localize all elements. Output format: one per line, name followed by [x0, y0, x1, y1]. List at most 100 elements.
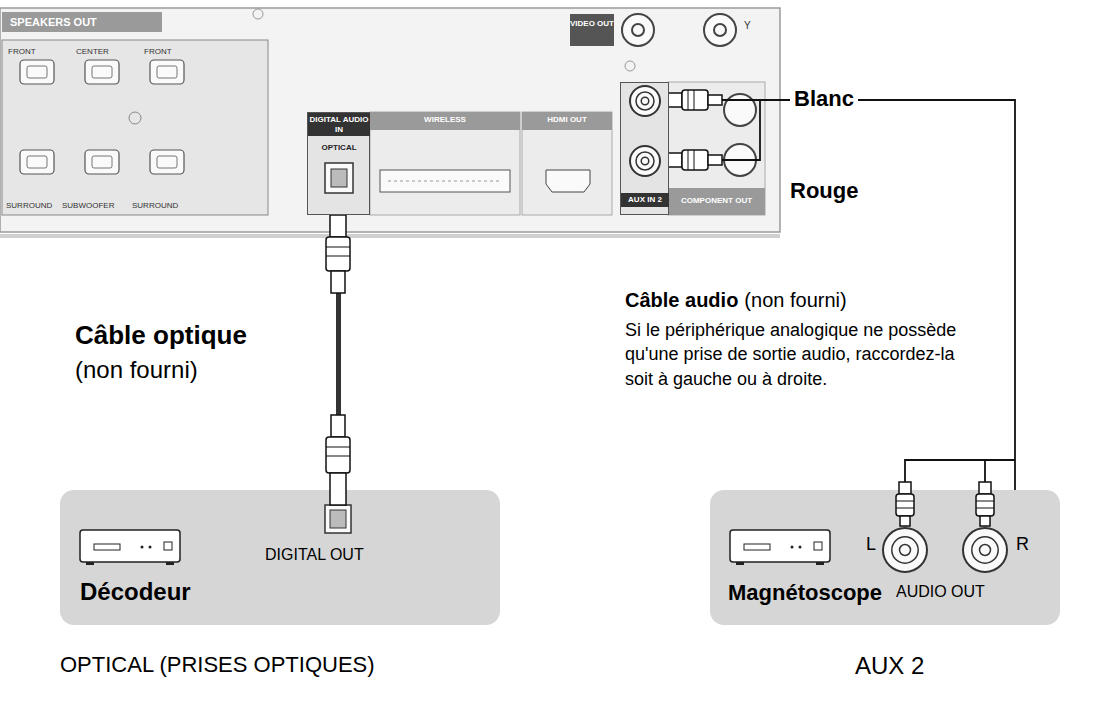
- rca-jack: [636, 92, 654, 110]
- optical-plug-top: [326, 237, 350, 271]
- device-icon: [86, 562, 94, 565]
- device-box: MagnétoscopeLRAUDIO OUT: [710, 490, 1060, 625]
- speaker-terminal: [150, 150, 184, 174]
- rca-jack: [883, 528, 927, 572]
- optical-plug-bottom: [326, 447, 350, 448]
- component-out-section: [668, 82, 765, 215]
- rca-jack: [972, 537, 998, 563]
- device-icon: [80, 530, 180, 565]
- rca-jack: [963, 528, 1007, 572]
- terminal-label: SURROUND: [6, 201, 52, 211]
- speakers-section: [2, 12, 268, 215]
- port-label: Y: [744, 20, 751, 32]
- hdmi-section: [522, 112, 612, 215]
- node-illustration: [730, 482, 1007, 572]
- rca-plug: [980, 516, 990, 526]
- back-panel: [625, 61, 635, 71]
- section-caption: AUX 2: [855, 652, 924, 681]
- rca-jack: [892, 537, 918, 563]
- device-icon: [730, 530, 830, 562]
- rca-jack: [636, 152, 654, 170]
- device-icon: [80, 530, 180, 562]
- terminal-label: CENTER: [76, 47, 109, 57]
- port-name: DIGITAL OUT: [265, 545, 364, 564]
- optical-plug-top: [326, 256, 350, 257]
- channel-letter: L: [866, 534, 876, 556]
- port-name: AUX IN 2: [621, 193, 669, 207]
- rca-plug: [900, 516, 910, 526]
- speaker-terminal: [20, 60, 54, 84]
- rca-plug: [976, 494, 994, 516]
- hdmi-section: [522, 112, 612, 215]
- wireless-section: [370, 112, 520, 130]
- rca-plug-white: [708, 95, 722, 105]
- rca-jack: [883, 528, 927, 572]
- port-label: HDMI OUT: [522, 115, 612, 125]
- channel-letter: R: [1016, 534, 1029, 556]
- hdmi-section: [522, 112, 612, 130]
- wireless-section: [370, 112, 520, 215]
- component-out-section: [668, 82, 765, 215]
- note-text: Si le périphérique analogique ne possède…: [625, 318, 965, 391]
- optical-plug-bottom: [326, 437, 350, 473]
- device-name: Magnétoscope: [728, 580, 882, 606]
- component-out-section: [724, 94, 756, 126]
- rca-plug-white: [668, 93, 682, 107]
- speaker-terminal: [20, 150, 54, 174]
- wireless-section: [380, 170, 510, 192]
- cable-note: (non fourni): [75, 356, 198, 385]
- wire-color: Blanc: [790, 86, 858, 112]
- port-label: WIRELESS: [370, 115, 520, 125]
- video-out-jack: [714, 24, 726, 36]
- optical-socket: [330, 510, 346, 528]
- speakers-section: [129, 112, 141, 124]
- device-icon: [94, 544, 120, 550]
- rca-plug: [979, 482, 991, 494]
- terminal-label: FRONT: [8, 47, 36, 57]
- device-icon: [166, 562, 174, 565]
- terminal-label: SURROUND: [132, 201, 178, 211]
- optical-plug-top: [330, 215, 346, 237]
- device-icon: [814, 542, 822, 550]
- optical-socket: [325, 505, 351, 533]
- rca-jack: [963, 528, 1007, 572]
- cable-note: (non fourni): [744, 288, 846, 312]
- speaker-terminal-slot: [157, 66, 177, 78]
- rca-plug-red: [668, 150, 722, 170]
- back-panel: [0, 8, 780, 232]
- device-icon: [744, 544, 770, 550]
- optical-plug-top: [326, 215, 350, 293]
- speaker-terminal-slot: [27, 66, 177, 168]
- optical-socket: [325, 505, 351, 533]
- node-illustration: [80, 415, 351, 565]
- speaker-terminal-slot: [27, 156, 47, 168]
- cable-details: [722, 100, 760, 160]
- cable-name: Câble audio: [625, 288, 738, 312]
- aux-input-port: AUX IN 2: [620, 82, 669, 215]
- optical-plug-bottom: [326, 415, 350, 505]
- rca-plug-white: [682, 90, 708, 110]
- optical-input-port: DIGITAL AUDIO INOPTICAL: [307, 112, 370, 215]
- video-out-jack: [632, 24, 644, 36]
- terminal-label: FRONT: [144, 47, 172, 57]
- optical-plug-bottom: [330, 473, 346, 505]
- rca-jack: [980, 545, 991, 556]
- device-icon: [791, 546, 794, 549]
- rca-jack: [630, 86, 660, 116]
- rca-plug: [896, 508, 914, 509]
- rca-plug: [896, 494, 914, 516]
- rca-jack: [630, 86, 660, 116]
- speaker-terminal-slot: [157, 156, 177, 168]
- cable-details: [326, 90, 1015, 492]
- rca-plug: [896, 482, 914, 526]
- rca-plug-red: [708, 155, 722, 165]
- speaker-terminal-slot: [92, 156, 112, 168]
- rca-plug-red: [688, 150, 689, 170]
- hdmi-section: [546, 170, 590, 192]
- rca-jack: [641, 157, 649, 165]
- optical-socket: [331, 169, 347, 187]
- node-illustration: [325, 163, 353, 193]
- section-caption: OPTICAL (PRISES OPTIQUES): [60, 652, 375, 678]
- component-out-section: [668, 188, 765, 215]
